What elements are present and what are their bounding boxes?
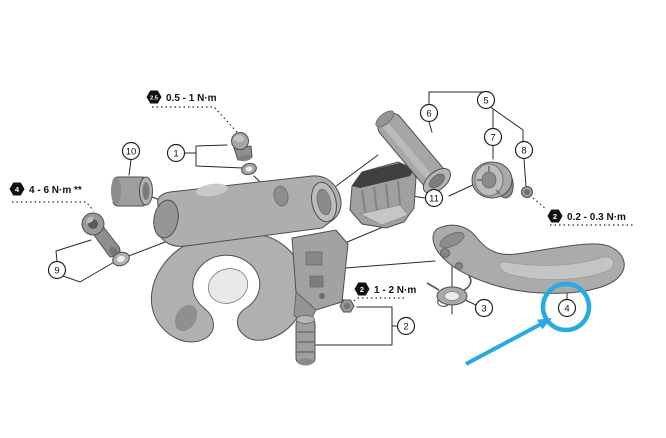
callout-number: 6	[426, 108, 431, 119]
part-clamp-bolt	[231, 132, 253, 162]
highlight-arrow-shaft	[465, 322, 542, 366]
part-return-spring	[426, 275, 472, 307]
hex-key-size: 2	[553, 212, 557, 221]
callout-number: 3	[481, 303, 486, 314]
part-cable-barrel	[295, 315, 316, 366]
callout-circle	[419, 103, 439, 123]
hex-key-icon	[9, 182, 25, 196]
callout-1: 1	[166, 143, 186, 163]
dotted-line	[12, 201, 95, 212]
hex-key-size: 4	[15, 185, 20, 194]
callout-3: 3	[474, 298, 494, 318]
part-grip-sleeve	[375, 110, 451, 194]
callout-7: 7	[483, 127, 503, 147]
part-rubber-boot	[349, 161, 417, 229]
callout-number: 4	[564, 303, 569, 314]
callout-number: 9	[54, 265, 59, 276]
callout-circle	[483, 127, 503, 147]
callout-number: 7	[490, 132, 495, 143]
callout-number: 5	[483, 95, 488, 106]
leader-line	[184, 144, 244, 169]
leader-line	[428, 91, 524, 142]
callout-8: 8	[514, 140, 534, 160]
torque-badge-right: 2 0.2 - 0.3 N·m	[547, 209, 626, 223]
torque-badge-left: 4 4 - 6 N·m **	[9, 182, 82, 196]
callout-number: 2	[403, 321, 408, 332]
part-cable-nut	[339, 299, 355, 313]
callout-number: 8	[521, 145, 526, 156]
torque-label: 0.5 - 1 N·m	[166, 93, 217, 104]
torque-label: 0.2 - 0.3 N·m	[567, 212, 626, 223]
part-brake-lever	[432, 224, 625, 294]
leader-line	[428, 91, 433, 133]
callout-circle	[166, 143, 186, 163]
callout-circle	[514, 140, 534, 160]
leader-line	[55, 239, 117, 283]
part-small-screw	[521, 186, 533, 198]
callout-9: 9	[47, 260, 67, 280]
callout-4: 4	[557, 298, 577, 318]
dotted-line	[350, 297, 404, 304]
callout-number: 1	[173, 148, 178, 159]
callout-circle	[424, 188, 444, 208]
dotted-line	[152, 106, 238, 133]
torque-label: 4 - 6 N·m **	[29, 185, 82, 196]
callout-6: 6	[419, 103, 439, 123]
callout-5: 5	[476, 90, 496, 110]
callout-circle	[121, 141, 141, 161]
leader-line	[128, 159, 132, 176]
torque-dotted-lines	[12, 106, 634, 304]
torque-label: 1 - 2 N·m	[374, 285, 416, 296]
hex-key-size: 2	[360, 285, 364, 294]
hex-key-icon	[146, 90, 162, 104]
leader-line	[523, 158, 527, 187]
torque-badge-middle: 2 1 - 2 N·m	[354, 282, 416, 296]
dotted-line	[532, 197, 634, 226]
callout-11: 11	[424, 188, 444, 208]
callout-2: 2	[396, 316, 416, 336]
callout-circle	[396, 316, 416, 336]
torque-badge-top-left: 2.5 0.5 - 1 N·m	[146, 90, 217, 104]
part-o-ring	[241, 162, 257, 176]
part-fixing-bolt	[81, 212, 121, 258]
leader-line	[315, 306, 398, 346]
callout-circle	[47, 260, 67, 280]
part-washer	[112, 251, 130, 267]
part-adjuster-dial	[471, 161, 514, 199]
callout-10: 10	[121, 141, 141, 161]
callout-circle	[476, 90, 496, 110]
callout-number: 11	[429, 193, 439, 204]
highlight-annotation	[465, 281, 592, 366]
part-bushing	[111, 176, 153, 207]
part-lever-bracket-body	[150, 175, 349, 343]
callout-circle	[474, 298, 494, 318]
hex-key-icon	[354, 282, 370, 296]
highlight-circle	[540, 281, 592, 333]
highlight-arrow-icon	[537, 318, 552, 330]
hex-key-icon	[547, 209, 563, 223]
callout-circle	[557, 298, 577, 318]
hex-key-size: 2.5	[150, 95, 159, 101]
callout-number: 10	[126, 146, 137, 157]
